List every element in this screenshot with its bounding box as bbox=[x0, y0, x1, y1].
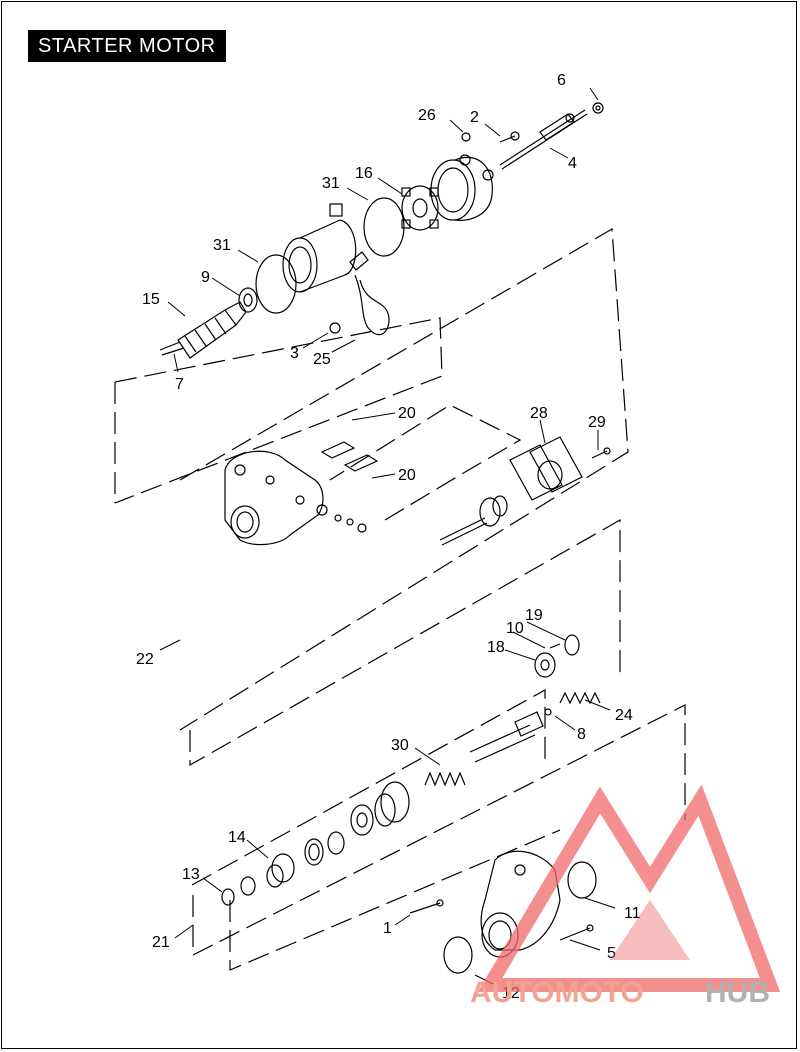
field-frame bbox=[282, 203, 390, 336]
callout-16: 16 bbox=[355, 165, 373, 182]
assembly-outline-upper bbox=[114, 227, 629, 731]
callout-2: 2 bbox=[470, 109, 479, 126]
callout-21: 21 bbox=[152, 934, 170, 951]
part-13-clip bbox=[221, 888, 235, 906]
callout-5: 5 bbox=[607, 945, 616, 962]
callout-20-lower: 20 bbox=[398, 467, 416, 484]
part-22-gear-housing bbox=[224, 450, 324, 546]
part-31-o-ring-upper bbox=[363, 197, 405, 257]
callout-labels: 6 26 2 4 31 16 31 9 15 3 25 7 20 28 29 2… bbox=[136, 72, 641, 1002]
callout-13: 13 bbox=[182, 866, 200, 883]
part-12-o-ring bbox=[443, 936, 473, 974]
callout-24: 24 bbox=[615, 707, 633, 724]
overrunning-clutch bbox=[350, 781, 410, 836]
watermark-text-part1: AUTOMOTO bbox=[470, 976, 644, 1009]
callout-14: 14 bbox=[228, 829, 246, 846]
callout-30: 30 bbox=[391, 737, 409, 754]
part-26-washer bbox=[461, 132, 471, 142]
part-8-ball bbox=[544, 708, 552, 716]
callout-9: 9 bbox=[201, 269, 210, 286]
page-title: STARTER MOTOR bbox=[28, 30, 226, 62]
callout-20-upper: 20 bbox=[398, 405, 416, 422]
callout-31-upper: 31 bbox=[322, 175, 340, 192]
leader-lines bbox=[159, 87, 616, 986]
callout-25: 25 bbox=[313, 351, 331, 368]
callout-7: 7 bbox=[175, 376, 184, 393]
part-30-spring bbox=[424, 771, 466, 787]
assembly-outline-lower bbox=[192, 404, 686, 971]
part-2-screw bbox=[499, 131, 520, 143]
clutch-rings bbox=[304, 831, 345, 866]
part-31-o-ring-lower bbox=[255, 254, 297, 314]
callout-3: 3 bbox=[290, 345, 299, 362]
part-3-nut bbox=[329, 322, 341, 334]
callout-6: 6 bbox=[557, 72, 566, 89]
part-28-gasket bbox=[509, 436, 583, 501]
callout-19: 19 bbox=[525, 607, 543, 624]
callout-18: 18 bbox=[487, 639, 505, 656]
solenoid-plunger bbox=[439, 495, 508, 546]
part-1-bolt bbox=[409, 899, 444, 914]
callout-15: 15 bbox=[142, 291, 160, 308]
part-15-armature bbox=[159, 301, 247, 359]
callout-1: 1 bbox=[383, 920, 392, 937]
watermark-text: AUTOMOTO HUB bbox=[470, 976, 770, 1009]
part-29-screw bbox=[591, 447, 611, 459]
callout-29: 29 bbox=[588, 414, 606, 431]
part-19-cage bbox=[564, 634, 580, 656]
callout-31-lower: 31 bbox=[213, 237, 231, 254]
part-4-stud bbox=[499, 109, 588, 170]
callout-11: 11 bbox=[624, 905, 641, 922]
pinion-shaft bbox=[469, 711, 544, 763]
end-cover bbox=[430, 154, 494, 221]
watermark-logo bbox=[477, 784, 781, 992]
callout-26: 26 bbox=[418, 107, 436, 124]
part-24-spring bbox=[559, 691, 601, 705]
part-18-idler-gear bbox=[534, 652, 556, 678]
assembly-outline-middle bbox=[189, 518, 621, 886]
callout-10: 10 bbox=[506, 620, 524, 637]
part-14-pinion-gear bbox=[266, 853, 295, 888]
callout-4: 4 bbox=[568, 155, 577, 172]
part-16-brush-plate bbox=[401, 185, 439, 231]
part-11-o-ring bbox=[567, 861, 597, 899]
retainer-ring bbox=[240, 876, 256, 896]
part-6-nut bbox=[592, 102, 604, 114]
part-10-pin bbox=[549, 643, 561, 649]
part-9-bearing bbox=[238, 287, 258, 313]
watermark-text-part2: HUB bbox=[705, 976, 770, 1009]
callout-22: 22 bbox=[136, 651, 154, 668]
part-20-contact-plates bbox=[316, 441, 379, 533]
callout-28: 28 bbox=[530, 405, 548, 422]
callout-8: 8 bbox=[577, 726, 586, 743]
part-5-bolt bbox=[559, 924, 594, 941]
